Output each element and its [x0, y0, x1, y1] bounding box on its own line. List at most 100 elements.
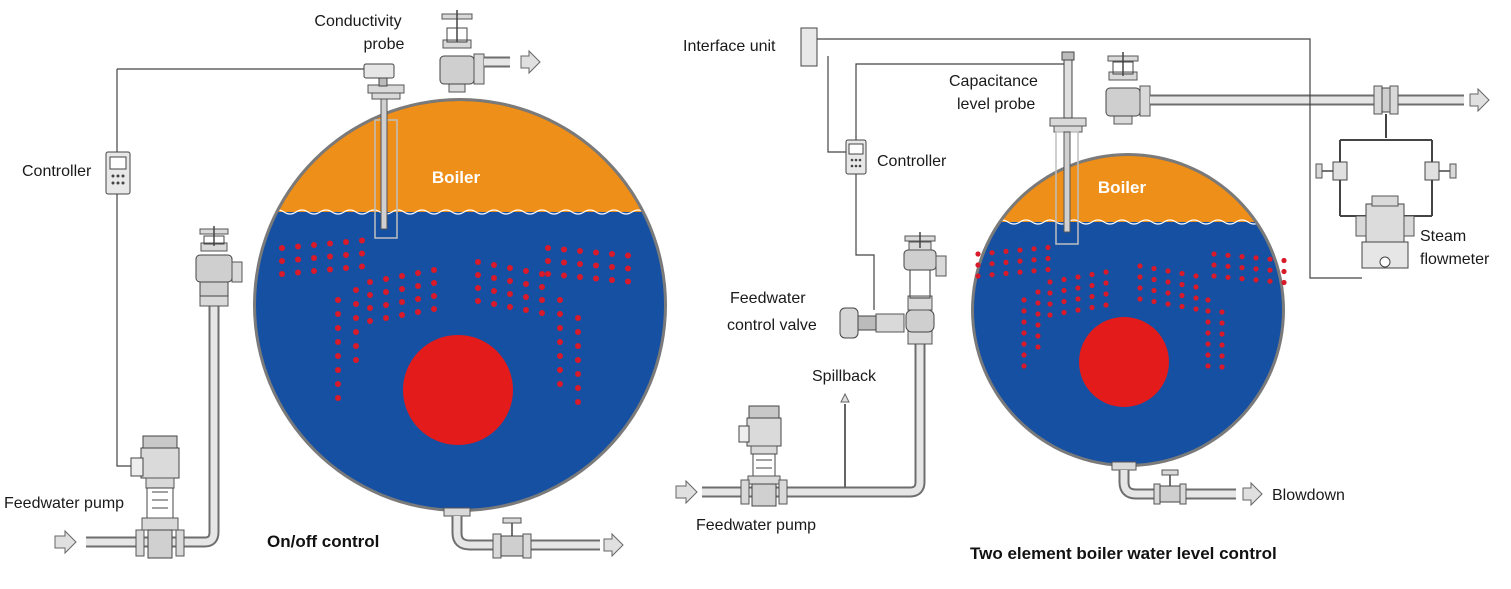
left-feedwater-pump-label: Feedwater pump: [4, 495, 124, 512]
bubble: [1075, 307, 1081, 313]
capacitance-level-probe: [1049, 51, 1087, 245]
bubble: [507, 278, 513, 284]
bubble: [593, 275, 599, 282]
left-steam-space: [256, 101, 664, 212]
bubble: [1089, 271, 1095, 278]
bubble: [557, 325, 563, 331]
bubble: [1061, 298, 1067, 305]
right-steam-out-arrow-icon: [1469, 87, 1490, 113]
left-controller-label: Controller: [22, 163, 92, 180]
bubble: [367, 279, 373, 285]
bubble: [577, 261, 583, 267]
bubble: [1219, 364, 1225, 370]
bubble: [1035, 289, 1041, 295]
interface-unit-label: Interface unit: [683, 38, 776, 55]
bubble: [1103, 269, 1109, 275]
bubble: [353, 357, 359, 363]
bubble: [539, 284, 545, 290]
bubble: [575, 343, 581, 349]
bubble: [1219, 353, 1225, 359]
bubble: [295, 243, 301, 250]
bubble: [1045, 255, 1051, 262]
bubble: [475, 285, 481, 291]
bubble: [507, 291, 513, 297]
bubble: [353, 287, 359, 293]
bubble: [1267, 267, 1273, 273]
bubble: [1137, 263, 1143, 269]
bubble: [1281, 257, 1287, 264]
bubble: [311, 255, 317, 261]
conductivity-probe-label-1: Conductivity: [314, 13, 401, 30]
bubble: [625, 265, 631, 272]
bubble: [1151, 276, 1157, 283]
bubble: [1205, 308, 1211, 314]
bubble: [1151, 298, 1157, 305]
right-feed-line: [675, 232, 947, 505]
feedwater-control-valve-label-2: control valve: [727, 317, 817, 334]
bubble: [1035, 344, 1041, 350]
bubble: [609, 251, 615, 257]
bubble: [1017, 258, 1023, 264]
left-steam-out-arrow-icon: [520, 49, 541, 75]
bubble: [1205, 297, 1211, 303]
bubble: [1021, 319, 1027, 325]
bubble: [1089, 304, 1095, 311]
bubble: [431, 267, 437, 273]
left-blowdown-line: [443, 507, 624, 559]
right-bubbles: [975, 244, 1287, 370]
right-blowdown-line: [1111, 461, 1263, 507]
bubble: [557, 311, 563, 317]
bubble: [431, 306, 437, 312]
bubble: [561, 259, 567, 266]
bubble: [1179, 281, 1185, 288]
bubble: [399, 273, 405, 279]
right-steam-line: [1105, 52, 1490, 125]
bubble: [575, 315, 581, 321]
bubble: [1165, 290, 1171, 296]
bubble: [1017, 269, 1023, 275]
bubble: [557, 367, 563, 373]
bubble: [561, 246, 567, 253]
bubble: [491, 288, 497, 294]
bubble: [1017, 247, 1023, 253]
bubble: [327, 253, 333, 260]
bubble: [1179, 292, 1185, 299]
bubble: [1075, 296, 1081, 302]
bubble: [1137, 296, 1143, 302]
bubble: [475, 298, 481, 304]
bubble: [1047, 279, 1053, 285]
bubble: [539, 271, 545, 277]
bubble: [343, 265, 349, 271]
bubble: [279, 258, 285, 264]
left-bubbles: [279, 237, 631, 405]
left-feed-line: [54, 226, 243, 555]
right-feedwater-pump: [738, 405, 788, 507]
bubble: [415, 270, 421, 276]
bubble: [1021, 330, 1027, 336]
bubble: [1061, 309, 1067, 316]
bubble: [279, 271, 285, 277]
bubble: [1281, 268, 1287, 275]
right-diagram-title: Two element boiler water level control: [970, 544, 1277, 563]
bubble: [1151, 287, 1157, 294]
bubble: [575, 399, 581, 405]
bubble: [523, 294, 529, 300]
bubble: [557, 381, 563, 387]
bubble: [491, 275, 497, 281]
bubble: [1061, 276, 1067, 283]
bubble: [415, 296, 421, 302]
bubble: [1219, 309, 1225, 315]
bubble: [353, 301, 359, 307]
bubble: [1219, 342, 1225, 348]
bubble: [335, 311, 341, 317]
bubble: [491, 262, 497, 268]
bubble: [557, 353, 563, 359]
bubble: [367, 305, 373, 311]
bubble: [1205, 341, 1211, 347]
bubble: [575, 329, 581, 335]
bubble: [561, 272, 567, 279]
bubble: [295, 256, 301, 263]
bubble: [545, 258, 551, 264]
interface-unit: [800, 27, 1362, 310]
bubble: [1047, 290, 1053, 296]
